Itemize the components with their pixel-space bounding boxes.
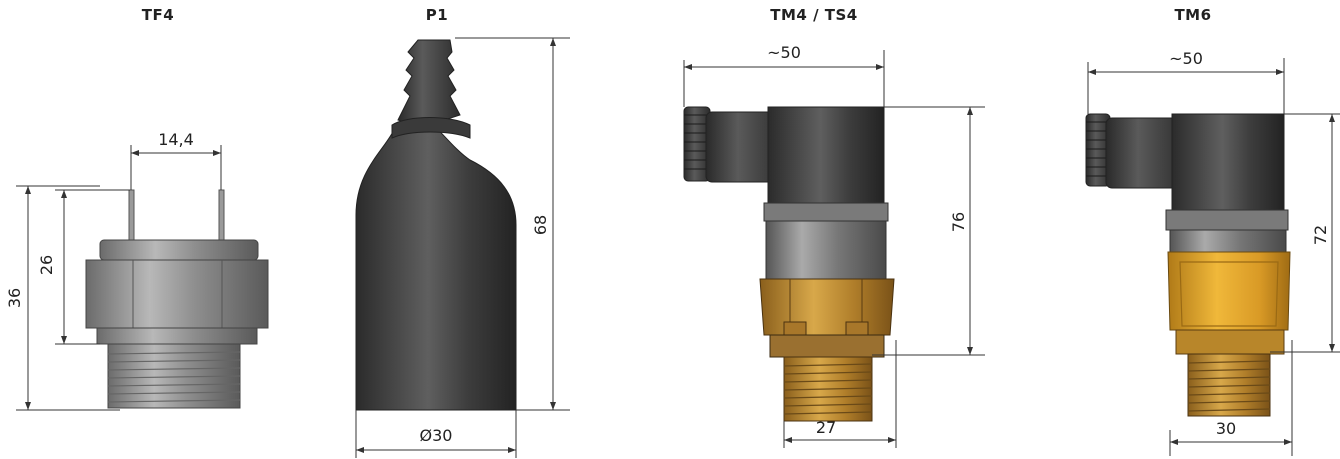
p1-sensor xyxy=(355,39,517,411)
tm6-title: TM6 xyxy=(1174,6,1212,24)
tm4-ts4-height-label: 76 xyxy=(949,212,968,232)
tm6-sensor xyxy=(1085,113,1291,417)
tm4-ts4-dimensions xyxy=(683,50,985,448)
tm4-ts4-sensor xyxy=(683,106,895,422)
tf4-height-total-label: 36 xyxy=(5,288,24,308)
tm4-ts4-width-label: 27 xyxy=(816,418,836,437)
tf4-title: TF4 xyxy=(141,6,175,24)
p1-title: P1 xyxy=(425,6,449,24)
tm4-ts4-connector-label: ~50 xyxy=(767,43,801,62)
tm6-width-label: 30 xyxy=(1216,419,1236,438)
tm4-ts4-title: TM4 / TS4 xyxy=(770,6,858,24)
tm6-dimensions xyxy=(1087,58,1340,456)
p1-height-label: 68 xyxy=(531,215,550,235)
p1-diameter-label: Ø30 xyxy=(420,426,453,445)
tf4-width-label: 14,4 xyxy=(158,130,194,149)
tm6-connector-label: ~50 xyxy=(1169,49,1203,68)
tf4-dimensions xyxy=(16,145,222,411)
tm6-height-label: 72 xyxy=(1311,225,1330,245)
tf4-height-inner-label: 26 xyxy=(37,255,56,275)
tf4-sensor xyxy=(85,189,269,409)
p1-dimensions xyxy=(355,37,570,458)
